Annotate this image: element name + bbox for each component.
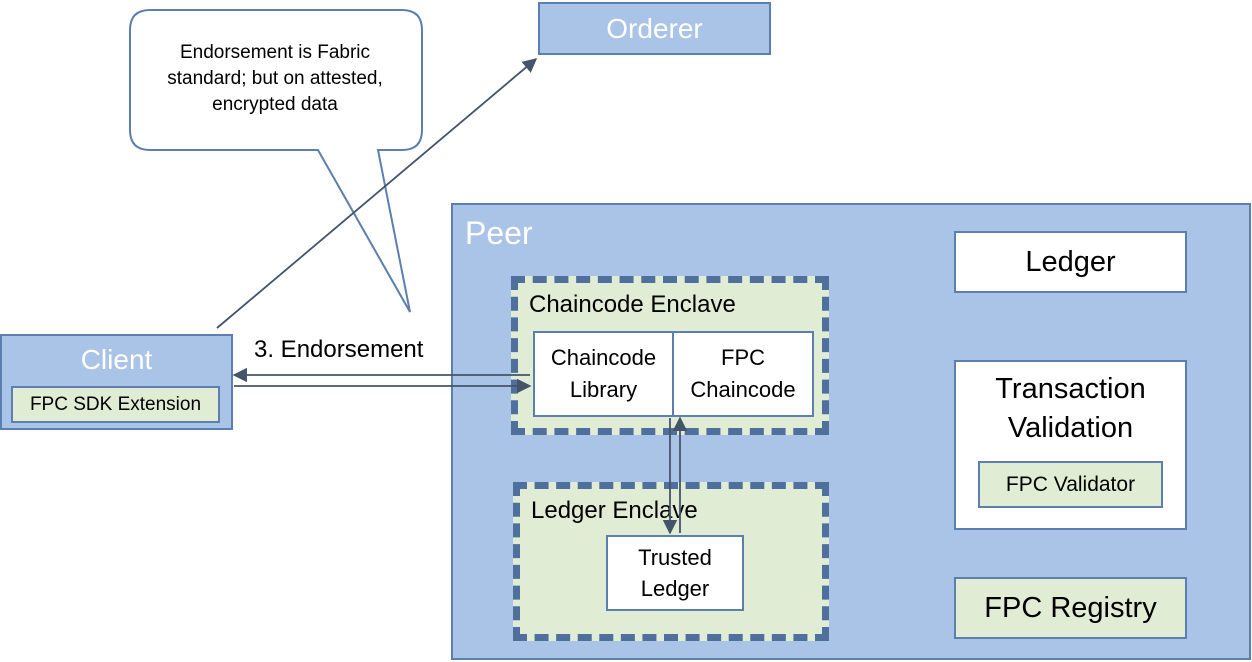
fpc-registry-box: FPC Registry — [954, 577, 1187, 639]
fpc-validator-label: FPC Validator — [1005, 472, 1136, 496]
chaincode-enclave-label: Chaincode Enclave — [529, 291, 736, 318]
peer-label: Peer — [465, 215, 533, 251]
chaincode-library-box: Chaincode Library — [533, 331, 674, 417]
client-label: Client — [80, 344, 153, 375]
fpc-registry-label: FPC Registry — [984, 591, 1157, 624]
fpc-validator-box: FPC Validator — [978, 461, 1163, 508]
orderer-label: Orderer — [606, 12, 703, 44]
callout-text: Endorsement is Fabric standard; but on a… — [167, 42, 383, 115]
trusted-ledger-box: Trusted Ledger — [606, 535, 744, 611]
ledger-enclave-label: Ledger Enclave — [531, 497, 698, 524]
fpc-sdk-extension-label: FPC SDK Extension — [29, 393, 202, 415]
chaincode-library-label: Chaincode Library — [550, 345, 657, 402]
ledger-box: Ledger — [954, 231, 1187, 293]
fpc-chaincode-label: FPC Chaincode — [690, 345, 796, 402]
fpc-sdk-extension-box: FPC SDK Extension — [11, 386, 220, 423]
transaction-validation-label: Transaction Validation — [995, 373, 1146, 444]
orderer-box: Orderer — [538, 2, 771, 55]
ledger-label: Ledger — [1025, 245, 1116, 278]
fpc-chaincode-box: FPC Chaincode — [672, 331, 814, 417]
endorsement-label: 3. Endorsement — [254, 336, 424, 363]
trusted-ledger-label: Trusted Ledger — [638, 545, 712, 601]
